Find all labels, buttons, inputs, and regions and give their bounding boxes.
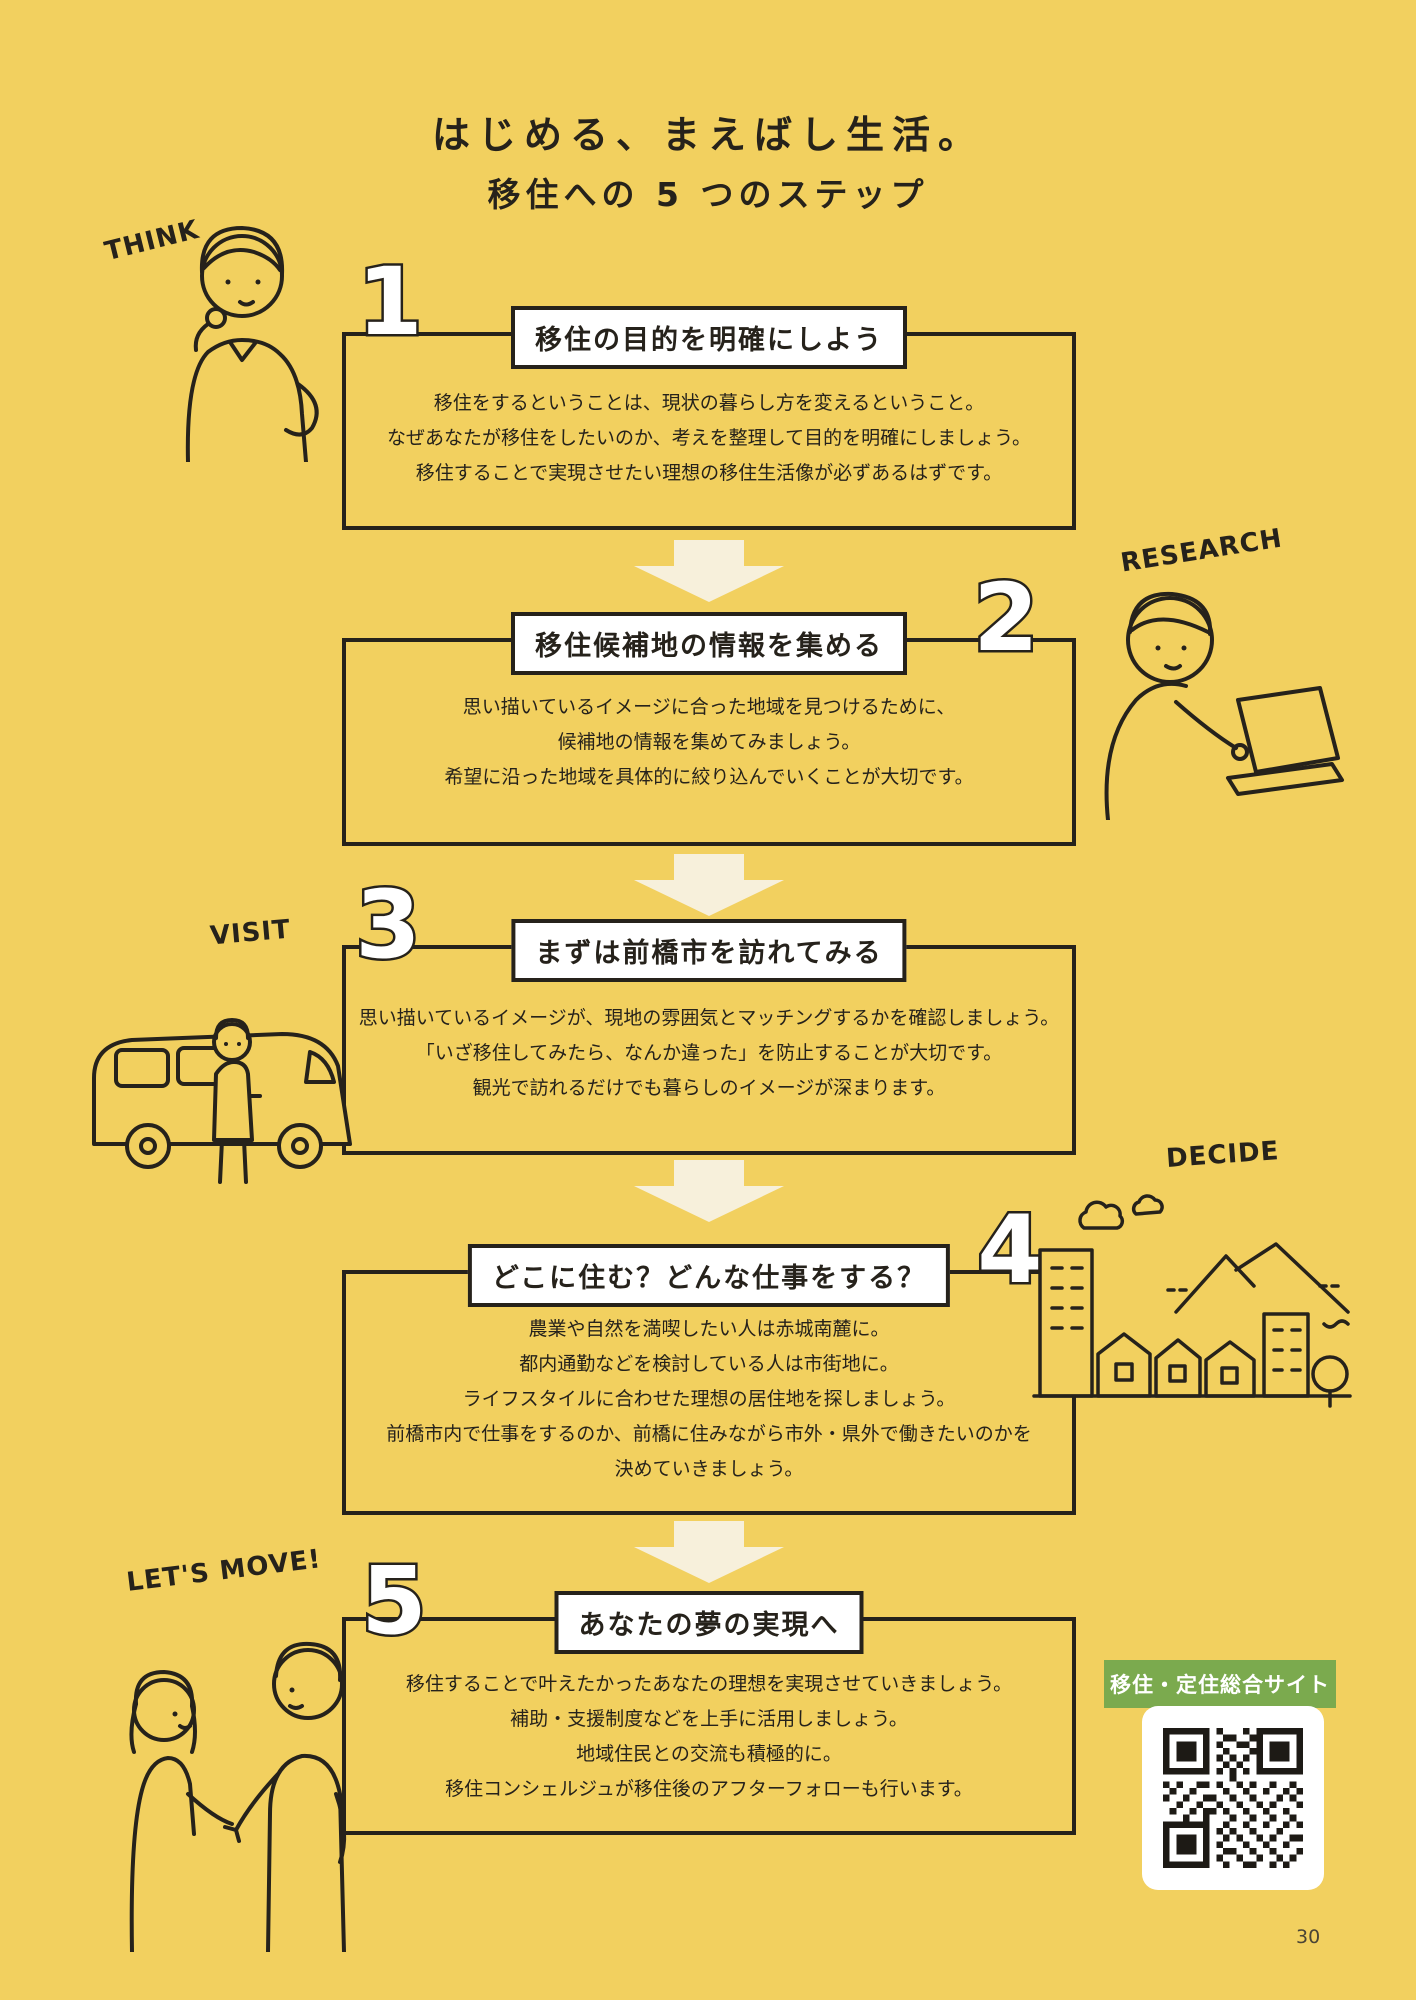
- step-5-box: 5 あなたの夢の実現へ 移住することで叶えたかったあなたの理想を実現させていきま…: [342, 1545, 1076, 1835]
- down-arrow-icon: [634, 854, 784, 916]
- step-5-body-line: 地域住民との交流も積極的に。: [576, 1743, 842, 1765]
- step-1-body-line: 移住することで実現させたい理想の移住生活像が必ずあるはずです。: [415, 462, 1003, 484]
- svg-text:2: 2: [973, 564, 1038, 668]
- step-5-body-line: 移住コンシェルジュが移住後のアフターフォローも行います。: [445, 1778, 973, 1800]
- step-4-body-line: ライフスタイルに合わせた理想の居住地を探しましょう。: [462, 1388, 956, 1410]
- step-4-body-line: 決めていきましょう。: [614, 1458, 804, 1480]
- step-2-heading: 移住候補地の情報を集める: [511, 612, 907, 675]
- step-3-body: 思い描いているイメージが、現地の雰囲気とマッチングするかを確認しましょう。 「い…: [306, 1001, 1112, 1106]
- svg-text:5: 5: [361, 1547, 426, 1651]
- step-3-body-line: 「いざ移住してみたら、なんか違った」を防止することが大切です。: [415, 1042, 1003, 1064]
- step-4-tag: DECIDE: [1165, 1136, 1281, 1174]
- down-arrow-icon: [634, 1160, 784, 1222]
- step-1-body-line: なぜあなたが移住をしたいのか、考えを整理して目的を明確にしましょう。: [387, 427, 1031, 449]
- step-2-body: 思い描いているイメージに合った地域を見つけるために、 候補地の情報を集めてみまし…: [306, 690, 1112, 795]
- step-1-heading: 移住の目的を明確にしよう: [511, 306, 907, 369]
- qr-label-bubble: 移住・定住総合サイト: [1104, 1660, 1336, 1725]
- step-2-number: 2: [971, 562, 1041, 668]
- page-number: 30: [1296, 1926, 1321, 1948]
- step-5-body-line: 移住することで叶えたかったあなたの理想を実現させていきましょう。: [405, 1673, 1013, 1695]
- step-4-body: 農業や自然を満喫したい人は赤城南麓に。 都内通勤などを検討している人は市街地に。…: [306, 1312, 1112, 1487]
- step-2-body-line: 候補地の情報を集めてみましょう。: [557, 731, 861, 753]
- step-3-body-line: 観光で訪れるだけでも暮らしのイメージが深まります。: [472, 1077, 946, 1099]
- step-3-number: 3: [353, 869, 423, 975]
- step-4-heading: どこに住む？どんな仕事をする？: [467, 1244, 951, 1307]
- step-2-tag: RESEARCH: [1118, 523, 1285, 579]
- laptop-person-illustration: [1104, 591, 1344, 820]
- svg-text:4: 4: [977, 1196, 1042, 1300]
- svg-text:3: 3: [355, 871, 420, 975]
- step-4-number: 4: [975, 1194, 1045, 1300]
- page-title: はじめる、まえばし生活。: [431, 113, 984, 157]
- down-arrow-icon: [634, 540, 784, 602]
- svg-text:1: 1: [357, 248, 422, 352]
- step-3-tag: VISIT: [208, 914, 293, 952]
- step-4-box: 4 どこに住む？どんな仕事をする？ 農業や自然を満喫したい人は赤城南麓に。 都内…: [342, 1194, 1076, 1515]
- step-3-body-line: 思い描いているイメージが、現地の雰囲気とマッチングするかを確認しましょう。: [358, 1007, 1060, 1029]
- step-1-number: 1: [355, 246, 425, 352]
- step-4-body-line: 前橋市内で仕事をするのか、前橋に住みながら市外・県外で働きたいのかを: [386, 1423, 1032, 1445]
- step-4-body-line: 農業や自然を満喫したい人は赤城南麓に。: [528, 1318, 890, 1340]
- qr-code-icon: [1163, 1728, 1303, 1868]
- down-arrow-icon: [634, 1521, 784, 1583]
- car-person-illustration: [92, 1018, 352, 1184]
- step-4-body-line: 都内通勤などを検討している人は市街地に。: [519, 1353, 899, 1375]
- people-talking-illustration: [129, 1641, 347, 1952]
- step-5-number: 5: [359, 1545, 429, 1651]
- step-5-heading: あなたの夢の実現へ: [554, 1591, 864, 1654]
- step-5-body: 移住することで叶えたかったあなたの理想を実現させていきましょう。 補助・支援制度…: [306, 1667, 1112, 1807]
- townscape-illustration: [1032, 1194, 1352, 1408]
- step-5-tag: LET'S MOVE!: [124, 1544, 323, 1598]
- step-1-body-line: 移住をするということは、現状の暮らし方を変えるということ。: [433, 392, 985, 414]
- step-2-body-line: 希望に沿った地域を具体的に絞り込んでいくことが大切です。: [444, 766, 974, 788]
- qr-card: [1142, 1706, 1324, 1890]
- step-2-body-line: 思い描いているイメージに合った地域を見つけるために、: [462, 696, 956, 718]
- step-5-body-line: 補助・支援制度などを上手に活用しましょう。: [510, 1708, 908, 1730]
- step-2-box: 2 移住候補地の情報を集める 思い描いているイメージに合った地域を見つけるために…: [342, 562, 1076, 846]
- step-3-heading: まずは前橋市を訪れてみる: [511, 919, 907, 982]
- step-1-body: 移住をするということは、現状の暮らし方を変えるということ。 なぜあなたが移住をし…: [306, 386, 1112, 491]
- step-1-box: 1 移住の目的を明確にしよう 移住をするということは、現状の暮らし方を変えるとい…: [342, 246, 1076, 530]
- thinking-person-illustration: [185, 226, 319, 462]
- step-3-box: 3 まずは前橋市を訪れてみる 思い描いているイメージが、現地の雰囲気とマッチング…: [342, 869, 1076, 1155]
- page-subtitle: 移住への 5 つのステップ: [487, 175, 929, 214]
